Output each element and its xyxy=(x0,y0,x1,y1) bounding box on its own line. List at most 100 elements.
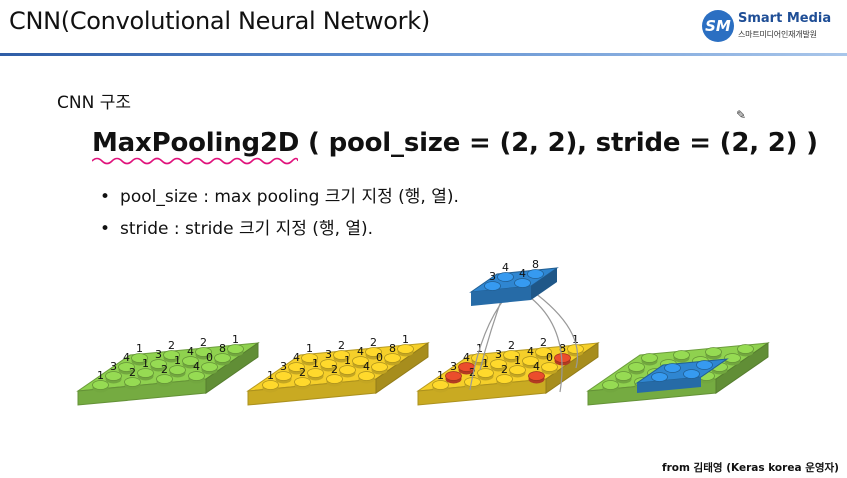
input-plate-stud xyxy=(163,350,180,360)
input-plate-value: 3 xyxy=(155,348,162,361)
pooling-plate-value: 4 xyxy=(527,345,534,358)
yellow-plate-stud xyxy=(326,374,343,384)
yellow-plate-stud xyxy=(275,371,292,381)
title-divider xyxy=(0,53,847,56)
brand-logo: SM Smart Media 스마트미디어인재개발원 xyxy=(702,10,842,44)
input-plate-value: 2 xyxy=(161,363,168,376)
connector-line xyxy=(469,297,506,391)
yellow-plate-stud xyxy=(371,362,388,372)
input-plate-stud xyxy=(188,371,205,381)
input-plate-stud xyxy=(214,353,231,363)
pooling-plate-stud xyxy=(496,374,513,384)
output-block-stud xyxy=(696,360,713,370)
input-plate-value: 0 xyxy=(206,351,213,364)
output-plate-stud xyxy=(628,362,645,372)
yellow-plate-stud xyxy=(358,371,375,381)
bullet-pool-size: •pool_size : max pooling 크기 지정 (행, 열). xyxy=(100,187,459,207)
pooling-plate-value: 2 xyxy=(469,366,476,379)
pooling-plate-stud xyxy=(522,356,539,366)
output-plate-stud xyxy=(615,371,632,381)
logo-subtitle: 스마트미디어인재개발원 xyxy=(738,30,817,39)
page-title: CNN(Convolutional Neural Network) xyxy=(9,7,430,35)
input-plate-stud xyxy=(169,365,186,375)
yellow-plate-value: 4 xyxy=(293,351,300,364)
yellow-plate-value: 3 xyxy=(280,360,287,373)
output-plate-stud xyxy=(724,353,741,363)
input-plate-value: 2 xyxy=(168,339,175,352)
yellow-plate-value: 1 xyxy=(306,342,313,355)
pooled-stud xyxy=(484,281,501,291)
yellow-plate-stud xyxy=(301,353,318,363)
pooling-plate-value: 4 xyxy=(533,360,540,373)
logo-name: Smart Media xyxy=(738,11,832,26)
pooling-plate-stud xyxy=(477,368,494,378)
yellow-plate-stud xyxy=(320,359,337,369)
input-plate-stud xyxy=(182,356,199,366)
input-plate-stud xyxy=(118,362,135,372)
bullet-stride: •stride : stride 크기 지정 (행, 열). xyxy=(100,219,374,239)
pooling-plate-stud xyxy=(503,350,520,360)
output-plate-stud xyxy=(737,344,754,354)
pooling-plate-value: 4 xyxy=(463,351,470,364)
input-plate-stud xyxy=(227,344,244,354)
pooling-plate-value: 0 xyxy=(546,351,553,364)
pooling-plate-value: 2 xyxy=(501,363,508,376)
bullet-text: stride : stride 크기 지정 (행, 열). xyxy=(120,219,374,239)
pooled-value: 3 xyxy=(489,270,496,283)
input-plate-value: 3 xyxy=(110,360,117,373)
pooled-value: 8 xyxy=(532,258,539,271)
pencil-icon: ✎ xyxy=(736,108,747,122)
input-plate-stud xyxy=(131,353,148,363)
input-plate-stud xyxy=(156,374,173,384)
input-plate-stud xyxy=(137,368,154,378)
pooling-plate-stud xyxy=(445,371,462,381)
input-plate-stud xyxy=(92,380,109,390)
output-plate-stud xyxy=(602,380,619,390)
output-plate-stud xyxy=(673,350,690,360)
yellow-plate-stud xyxy=(288,362,305,372)
pooling-plate-stud xyxy=(528,371,545,381)
yellow-plate-value: 4 xyxy=(363,360,370,373)
bullet-text: pool_size : max pooling 크기 지정 (행, 열). xyxy=(120,187,459,207)
input-plate-value: 4 xyxy=(187,345,194,358)
yellow-plate-stud xyxy=(262,380,279,390)
input-plate-stud xyxy=(195,347,212,357)
pooled-stud xyxy=(497,272,514,282)
input-plate-value: 2 xyxy=(200,336,207,349)
input-plate-value: 1 xyxy=(232,333,239,346)
input-plate-value: 4 xyxy=(123,351,130,364)
section-heading: CNN 구조 xyxy=(57,93,131,113)
connector-line xyxy=(530,289,579,369)
input-plate-value: 1 xyxy=(174,354,181,367)
yellow-plate-value: 0 xyxy=(376,351,383,364)
yellow-plate-value: 1 xyxy=(344,354,351,367)
pooled-front xyxy=(471,286,531,306)
pooling-plate-value: 1 xyxy=(482,357,489,370)
yellow-plate-stud xyxy=(307,368,324,378)
yellow-plate-stud xyxy=(294,377,311,387)
pooling-plate-stud xyxy=(490,359,507,369)
yellow-plate-value: 1 xyxy=(267,369,274,382)
maxpooling-formula: MaxPooling2D ( pool_size = (2, 2), strid… xyxy=(92,128,818,158)
yellow-plate-value: 2 xyxy=(331,363,338,376)
pooling-plate-value: 1 xyxy=(572,333,579,346)
pooled-stud xyxy=(527,269,544,279)
output-block-stud xyxy=(651,372,668,382)
output-block-stud xyxy=(664,363,681,373)
title-bar: CNN(Convolutional Neural Network) SM Sma… xyxy=(0,0,847,56)
yellow-plate-stud xyxy=(365,347,382,357)
connector-line xyxy=(530,297,563,393)
yellow-plate-value: 4 xyxy=(357,345,364,358)
yellow-plate-value: 2 xyxy=(370,336,377,349)
yellow-plate-stud xyxy=(384,353,401,363)
output-block-front xyxy=(637,377,701,393)
input-plate-value: 2 xyxy=(129,366,136,379)
spellcheck-underline xyxy=(92,157,298,165)
pooling-plate-stud xyxy=(432,380,449,390)
pooling-plate-stud xyxy=(541,362,558,372)
output-plate-stud xyxy=(705,347,722,357)
yellow-plate-stud xyxy=(352,356,369,366)
input-plate-stud xyxy=(201,362,218,372)
yellow-plate-value: 2 xyxy=(299,366,306,379)
yellow-plate-value: 3 xyxy=(325,348,332,361)
